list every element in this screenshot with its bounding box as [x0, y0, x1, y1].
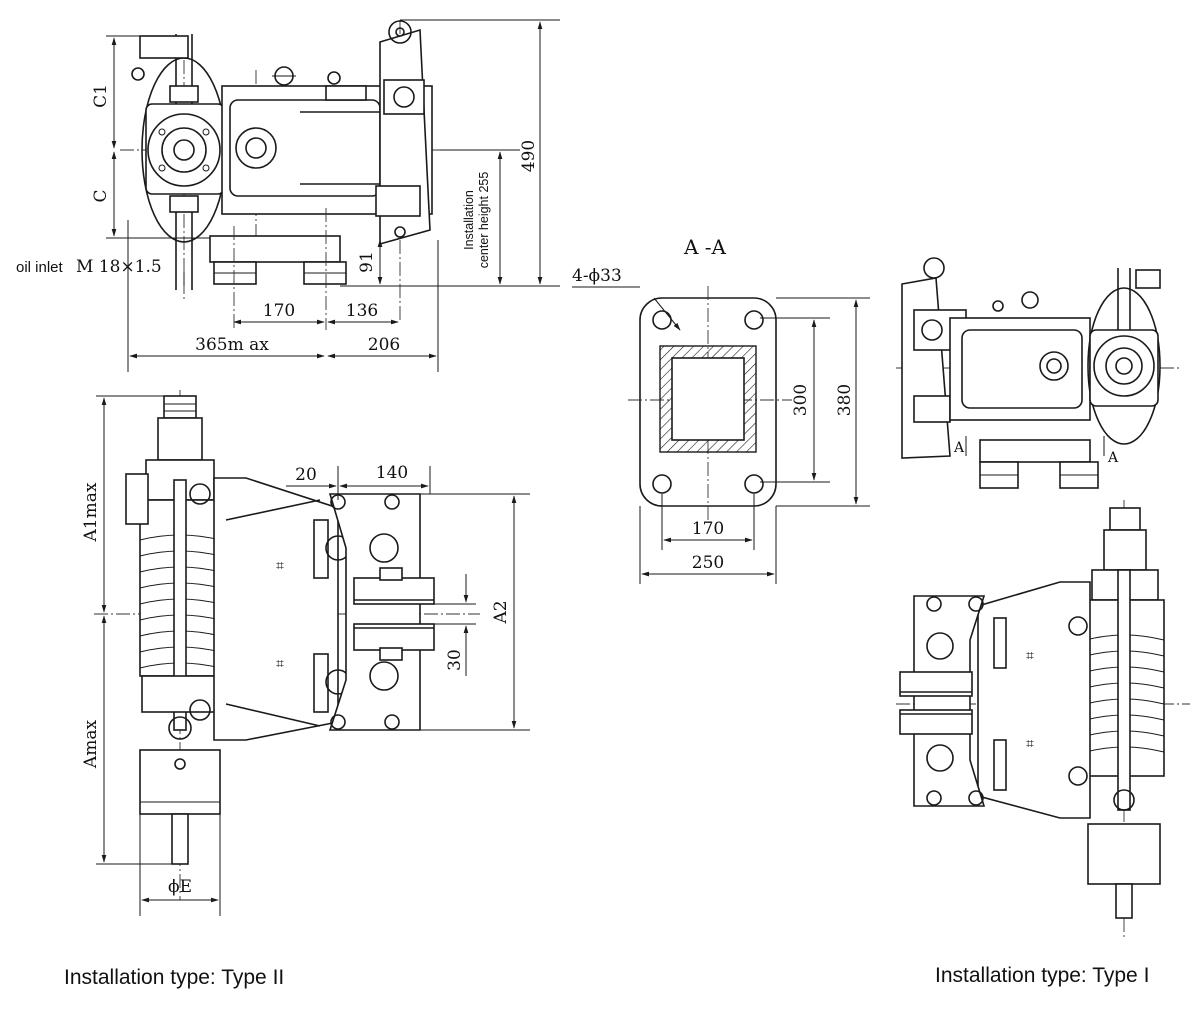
install-height-line2: center height 255 — [477, 172, 491, 269]
hatch-symbol-lower-right: ⌗ — [1026, 736, 1034, 752]
dim-phi-e: ϕE — [168, 877, 192, 897]
bottom-left-view: ⌗ ⌗ — [81, 390, 530, 916]
section-mark-right: A — [1107, 450, 1119, 466]
section-view: A -A 4-ϕ33 300 380 170 250 — [572, 235, 870, 584]
dim-91: 91 — [357, 251, 377, 273]
dim-a2: A2 — [491, 600, 511, 624]
hatch-symbol-upper-right: ⌗ — [1026, 648, 1034, 664]
hatch-symbol-lower: ⌗ — [276, 656, 284, 672]
dim-250: 250 — [692, 553, 724, 573]
holes-label: 4-ϕ33 — [572, 266, 622, 286]
top-left-view: C1 C 490 Installation center height 255 … — [16, 19, 560, 372]
dim-c1: C1 — [91, 84, 111, 108]
install-height-line1: Installation — [462, 190, 476, 250]
caption-type-ii: Installation type: Type II — [64, 966, 285, 989]
oil-inlet-label: oil inlet — [16, 259, 64, 276]
dim-136: 136 — [346, 301, 378, 321]
oil-inlet-thread: M 18×1.5 — [76, 257, 162, 277]
dim-300: 300 — [791, 384, 811, 416]
dim-30: 30 — [445, 649, 465, 671]
section-title: A -A — [683, 235, 727, 259]
dim-20: 20 — [295, 465, 317, 485]
bottom-right-view: ⌗ ⌗ — [896, 500, 1190, 940]
dim-170: 170 — [263, 301, 295, 321]
dim-365: 365m ax — [195, 335, 269, 355]
dim-170-section: 170 — [692, 519, 724, 539]
dim-amax: Amax — [81, 720, 101, 770]
dim-140: 140 — [376, 463, 408, 483]
dim-490: 490 — [519, 140, 539, 172]
right-top-view: A A — [896, 257, 1180, 489]
dim-c: C — [91, 189, 111, 202]
caption-type-i: Installation type: Type I — [935, 964, 1150, 987]
section-mark-left: A — [953, 440, 965, 456]
dim-380: 380 — [835, 384, 855, 416]
hatch-symbol-upper: ⌗ — [276, 558, 284, 574]
dim-206: 206 — [368, 335, 400, 355]
dim-a1max: A1max — [81, 482, 101, 542]
